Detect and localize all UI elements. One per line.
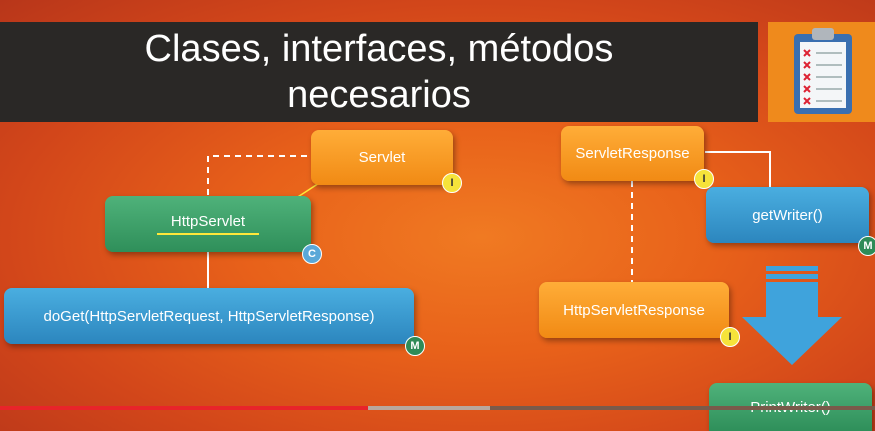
clipboard-panel xyxy=(768,22,875,122)
servletresponse-label: ServletResponse xyxy=(575,145,690,162)
interface-badge: I xyxy=(694,169,714,189)
servletresponse-node: ServletResponse xyxy=(561,126,704,181)
slide-title: Clases, interfaces, métodos necesarios xyxy=(0,22,758,122)
clipboard-icon xyxy=(794,28,852,114)
servlet-label: Servlet xyxy=(358,149,406,166)
video-buffer-bar xyxy=(367,406,490,410)
method-badge: M xyxy=(405,336,425,356)
title-bar xyxy=(0,22,758,122)
doget-label: doGet(HttpServletRequest, HttpServletRes… xyxy=(43,307,375,325)
video-progress-bar[interactable] xyxy=(0,406,368,410)
method-badge: M xyxy=(858,236,875,256)
class-badge: C xyxy=(302,244,322,264)
httpservlet-label: HttpServlet xyxy=(156,213,260,235)
getwriter-label: getWriter() xyxy=(752,206,823,224)
title-line-2: necesarios xyxy=(287,74,471,116)
httpservletresponse-label: HttpServletResponse xyxy=(563,301,705,319)
getwriter-node: getWriter() xyxy=(706,187,869,243)
interface-badge: I xyxy=(720,327,740,347)
httpservlet-node: HttpServlet xyxy=(105,196,311,252)
interface-badge: I xyxy=(442,173,462,193)
title-line-1: Clases, interfaces, métodos xyxy=(144,28,614,70)
httpservletresponse-node: HttpServletResponse xyxy=(539,282,729,338)
doget-node: doGet(HttpServletRequest, HttpServletRes… xyxy=(4,288,414,344)
servlet-node: Servlet xyxy=(311,130,453,185)
